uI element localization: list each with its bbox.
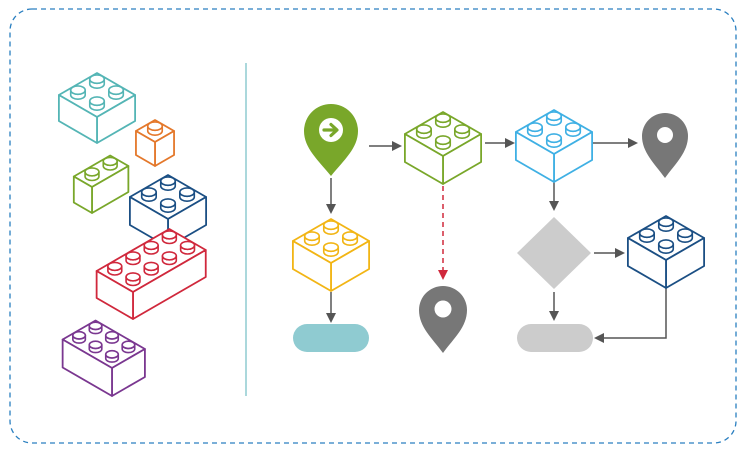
orange-brick-stud [146,121,164,136]
start-pin [304,104,358,176]
location-pin-icon [419,286,467,353]
decision-diamond [517,217,591,289]
flow-edges [326,138,667,343]
dashed-frame [9,8,737,444]
red-brick-side-left [95,270,134,320]
red-brick-stud [161,230,178,245]
red-brick-stud [143,261,159,276]
yellow-block-stud [341,231,359,246]
teal-brick-stud [107,85,125,100]
teal-brick [57,72,137,144]
yellow-block-side-left [291,240,332,292]
red-brick-stud [179,240,196,255]
green-block [403,111,483,185]
red-brick [95,228,207,320]
red-brick-stud [161,251,178,266]
green-brick-stud [84,167,100,182]
navy-brick-stud [159,198,177,213]
terminal-gray [517,324,593,352]
end-pin-1 [642,113,688,178]
navy-brick [128,174,208,248]
end-pin-2 [419,286,467,353]
pin-hole [657,127,673,143]
sky-block [514,109,594,183]
green-block-stud [453,124,471,139]
green-block-stud [415,124,433,139]
orange-brick [135,119,175,167]
sky-block-stud [526,122,544,137]
yellow-block-stud [322,220,340,235]
green-block-side-left [403,133,444,185]
yellow-block-stud [303,231,321,246]
arrow-right-icon [322,122,339,138]
purple-brick-stud [121,340,136,354]
red-brick-stud [125,272,141,287]
sky-block-stud [545,111,563,126]
red-brick-stud [125,251,141,266]
teal-brick-side-left [57,94,98,144]
green-brick-side-left [72,175,93,214]
green-brick-stud [102,156,118,171]
sky-block-stud [545,133,563,148]
purple-brick-stud [88,321,103,335]
navy-block-stud [657,239,675,254]
teal-brick-stud [88,96,106,111]
terminal-teal [293,324,369,352]
navy-brick-stud [159,176,177,191]
yellow-block [291,218,371,292]
purple-brick-stud [104,349,120,363]
brick-legend [57,72,208,397]
pin-hole [434,300,452,318]
green-block-stud [434,113,452,128]
navy-block-stud [676,228,694,243]
red-brick-stud [143,240,159,255]
purple-brick-stud [88,340,103,354]
navy-block-stud [638,228,656,243]
navy-brick-stud [140,187,158,202]
purple-brick [61,319,146,397]
green-block-stud [434,135,452,150]
sky-block-side-left [514,131,555,183]
flow-bricks [291,109,706,292]
edge-navy-to-terminal [594,288,667,343]
teal-brick-stud [69,85,87,100]
yellow-block-stud [322,242,340,257]
teal-brick-stud [88,74,106,89]
purple-brick-stud [72,330,87,344]
red-brick-stud [107,261,123,276]
navy-block [626,215,706,289]
orange-brick-side-left [135,130,156,167]
purple-brick-stud [104,330,120,344]
green-brick [72,154,130,214]
sky-block-stud [564,122,582,137]
location-pin-icon [642,113,688,178]
navy-block-stud [657,217,675,232]
navy-block-side-left [626,237,667,289]
purple-brick-side-left [61,338,113,397]
navy-brick-stud [178,187,196,202]
